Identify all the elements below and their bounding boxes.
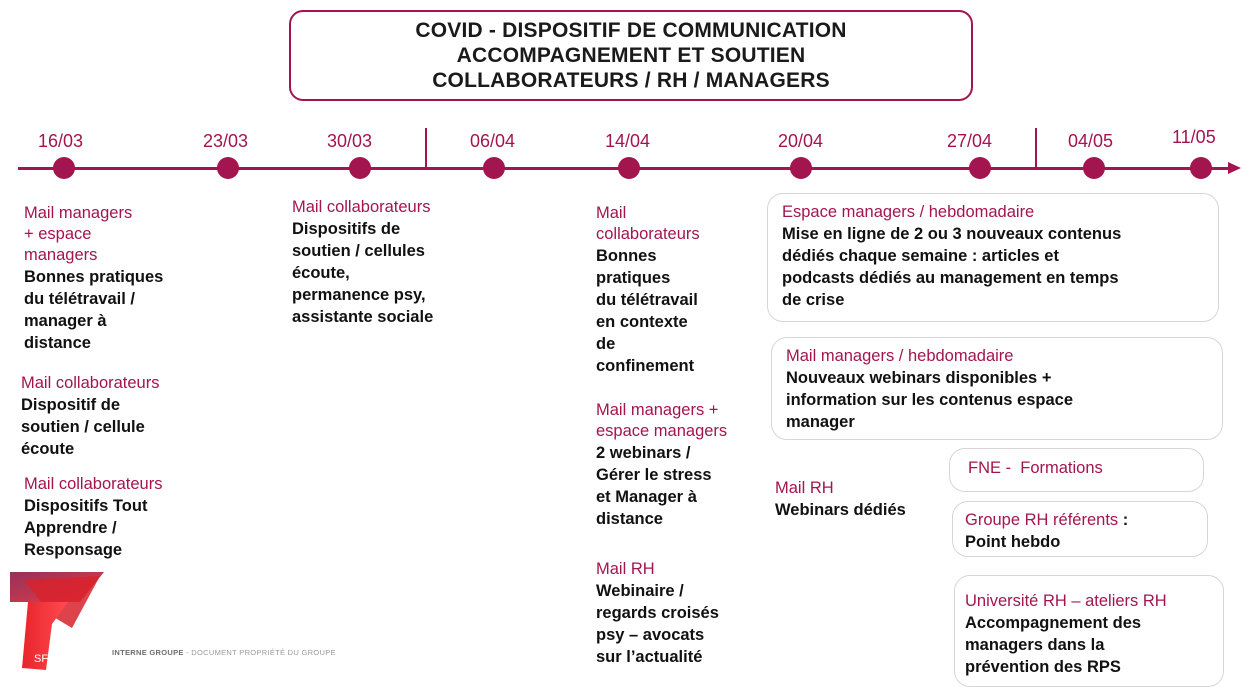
action-text: Nouveaux webinars disponibles + informat…: [786, 369, 1073, 431]
sfr-logo: SFR: [10, 572, 104, 670]
action-text: Mise en ligne de 2 ou 3 nouveaux contenu…: [782, 225, 1122, 309]
action-text: Accompagnement des managers dans la prév…: [965, 614, 1142, 676]
comm-box: FNE - Formations: [949, 448, 1204, 492]
comm-block: Mail RH Webinaire / regards croisés psy …: [596, 559, 761, 668]
timeline-date: 14/04: [605, 131, 651, 151]
title-box: COVID - DISPOSITIF DE COMMUNICATION ACCO…: [289, 10, 973, 101]
channel-label: Espace managers / hebdomadaire: [782, 203, 1035, 221]
timeline-date: 16/03: [38, 131, 84, 151]
channel-label: Mail RH: [596, 560, 655, 578]
timeline-date: 11/05: [1172, 127, 1216, 147]
timeline-dot: [349, 157, 371, 179]
channel-label: Mail collaborateurs: [292, 198, 431, 216]
logo-text: SFR: [34, 653, 56, 665]
footer-rest: - DOCUMENT PROPRIÉTÉ DU GROUPE: [183, 648, 336, 657]
action-text: Bonnes pratiques du télétravail / manage…: [24, 268, 164, 352]
channel-label: FNE - Formations: [968, 459, 1103, 477]
channel-label: Groupe RH référents: [965, 511, 1119, 529]
timeline-dot: [1083, 157, 1105, 179]
channel-label: Mail collaborateurs: [596, 204, 700, 243]
comm-block: Mail managers + espace managers Bonnes p…: [24, 203, 224, 354]
timeline-dot: [1190, 157, 1212, 179]
channel-label: Mail managers + espace managers: [596, 401, 728, 440]
timeline-arrow-icon: [1228, 162, 1241, 174]
title-line-2: ACCOMPAGNEMENT ET SOUTIEN: [456, 44, 806, 67]
timeline-dot: [790, 157, 812, 179]
box-heading: Groupe RH référents :: [965, 510, 1195, 531]
comm-block: Mail RH Webinars dédiés: [775, 478, 945, 521]
timeline-date: 04/05: [1068, 131, 1114, 151]
action-text: Dispositifs Tout Apprendre / Responsage: [24, 497, 148, 559]
footer-bold: INTERNE GROUPE: [112, 648, 184, 657]
channel-label: Université RH – ateliers RH: [965, 592, 1167, 610]
action-text: Webinaire / regards croisés psy – avocat…: [596, 582, 719, 666]
action-text: Bonnes pratiques du télétravail en conte…: [596, 247, 698, 375]
label-separator: :: [1118, 511, 1129, 529]
action-text: Dispositif de soutien / cellule écoute: [21, 396, 145, 458]
timeline-date: 30/03: [327, 131, 373, 151]
channel-label: Mail managers / hebdomadaire: [786, 347, 1014, 365]
comm-box: Groupe RH référents : Point hebdo: [952, 501, 1208, 557]
action-text: Dispositifs de soutien / cellules écoute…: [292, 220, 434, 326]
timeline-dot: [217, 157, 239, 179]
comm-block: Mail collaborateurs Dispositifs de souti…: [292, 197, 492, 328]
title-line-3: COLLABORATEURS / RH / MANAGERS: [432, 69, 830, 92]
comm-box: Université RH – ateliers RH Accompagneme…: [954, 575, 1224, 687]
timeline-dot: [969, 157, 991, 179]
timeline-dot: [618, 157, 640, 179]
channel-label: Mail collaborateurs: [24, 475, 163, 493]
channel-label: Mail RH: [775, 479, 834, 497]
timeline-date: 27/04: [947, 131, 993, 151]
comm-block: Mail collaborateurs Bonnes pratiques du …: [596, 203, 761, 377]
channel-label: Mail managers + espace managers: [24, 204, 133, 264]
comm-box: Mail managers / hebdomadaire Nouveaux we…: [771, 337, 1223, 440]
comm-block: Mail collaborateurs Dispositifs Tout App…: [24, 474, 224, 561]
timeline-date: 06/04: [470, 131, 516, 151]
timeline-separator: [1035, 128, 1037, 169]
timeline-separator: [425, 128, 427, 169]
title-line-1: COVID - DISPOSITIF DE COMMUNICATION: [415, 19, 847, 42]
timeline-dot: [483, 157, 505, 179]
action-text: Webinars dédiés: [775, 501, 906, 519]
timeline-dot: [53, 157, 75, 179]
comm-box: Espace managers / hebdomadaire Mise en l…: [767, 193, 1219, 322]
action-text: Point hebdo: [965, 533, 1061, 551]
channel-label: Mail collaborateurs: [21, 374, 160, 392]
comm-block: Mail collaborateurs Dispositif de soutie…: [21, 373, 221, 460]
comm-block: Mail managers + espace managers 2 webina…: [596, 400, 766, 530]
timeline-date: 20/04: [778, 131, 824, 151]
timeline-date: 23/03: [203, 131, 249, 151]
footer-text: INTERNE GROUPE - DOCUMENT PROPRIÉTÉ DU G…: [112, 648, 336, 657]
action-text: 2 webinars / Gérer le stress et Manager …: [596, 444, 712, 528]
